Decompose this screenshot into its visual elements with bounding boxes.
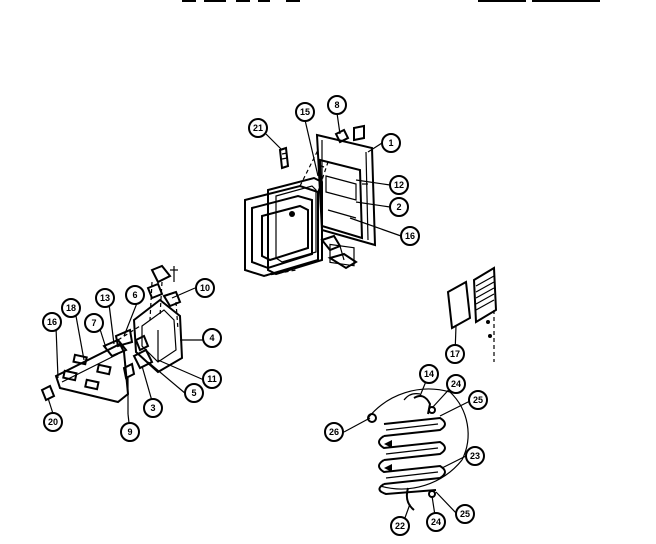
callout-15: 15 (295, 102, 315, 122)
svg-text:11: 11 (207, 374, 217, 384)
svg-text:24: 24 (431, 517, 441, 527)
callout-26: 26 (324, 422, 344, 442)
callout-10: 10 (195, 278, 215, 298)
callout-20: 20 (43, 412, 63, 432)
svg-text:26: 26 (329, 427, 339, 437)
svg-text:22: 22 (395, 521, 405, 531)
svg-text:24: 24 (451, 379, 461, 389)
svg-text:8: 8 (334, 100, 339, 110)
door-frame-assembly (244, 124, 377, 278)
callout-5: 5 (184, 383, 204, 403)
callout-8-top: 8 (327, 95, 347, 115)
svg-text:20: 20 (48, 417, 58, 427)
svg-text:12: 12 (394, 180, 404, 190)
svg-text:25: 25 (473, 395, 483, 405)
callout-16-top: 16 (400, 226, 420, 246)
callout-11: 11 (202, 369, 222, 389)
callout-25-bottom: 25 (455, 504, 475, 524)
svg-text:5: 5 (191, 388, 196, 398)
svg-text:6: 6 (132, 290, 137, 300)
callout-9: 9 (120, 422, 140, 442)
svg-text:2: 2 (396, 202, 401, 212)
callout-3: 3 (143, 398, 163, 418)
svg-text:16: 16 (405, 231, 415, 241)
callout-7: 7 (84, 313, 104, 333)
callout-1: 1 (381, 133, 401, 153)
svg-text:10: 10 (200, 283, 210, 293)
callout-18: 18 (61, 298, 81, 318)
svg-text:13: 13 (100, 293, 110, 303)
svg-text:7: 7 (91, 318, 96, 328)
callout-4: 4 (202, 328, 222, 348)
svg-text:15: 15 (300, 107, 310, 117)
svg-text:18: 18 (66, 303, 76, 313)
svg-text:23: 23 (470, 451, 480, 461)
callout-6: 6 (125, 285, 145, 305)
svg-text:17: 17 (450, 349, 460, 359)
svg-text:3: 3 (150, 403, 155, 413)
callouts: 21 15 8 1 12 2 16 10 18 13 6 7 16 4 11 5… (42, 95, 488, 536)
callout-22: 22 (390, 516, 410, 536)
svg-text:1: 1 (388, 138, 393, 148)
callout-14: 14 (419, 364, 439, 384)
svg-text:9: 9 (127, 427, 132, 437)
callout-2: 2 (389, 197, 409, 217)
callout-23: 23 (465, 446, 485, 466)
svg-text:4: 4 (209, 333, 214, 343)
callout-17: 17 (445, 344, 465, 364)
callout-25-top: 25 (468, 390, 488, 410)
control-panel-assembly (40, 264, 184, 414)
coil-tubes (378, 416, 446, 496)
svg-text:14: 14 (424, 369, 434, 379)
callout-21: 21 (248, 118, 268, 138)
callout-13: 13 (95, 288, 115, 308)
svg-text:16: 16 (47, 317, 57, 327)
callout-24-bottom: 24 (426, 512, 446, 532)
callout-12: 12 (389, 175, 409, 195)
coil-assembly (367, 266, 498, 511)
callout-24-top: 24 (446, 374, 466, 394)
svg-text:25: 25 (460, 509, 470, 519)
callout-16-left: 16 (42, 312, 62, 332)
svg-text:21: 21 (253, 123, 263, 133)
